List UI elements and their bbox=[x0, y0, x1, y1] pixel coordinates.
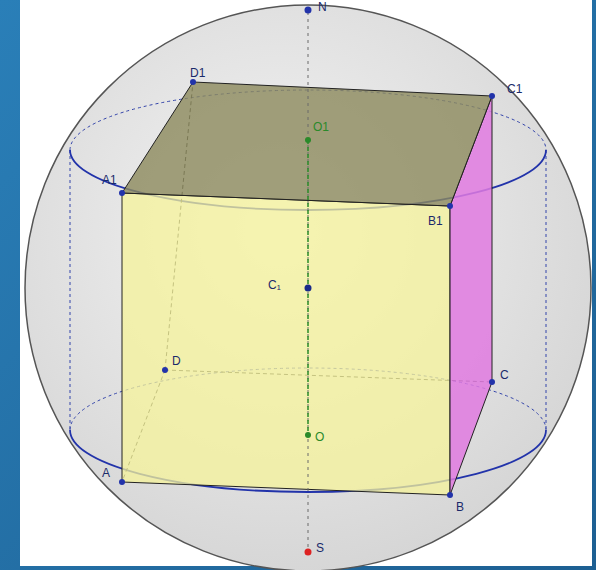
point-label: C1 bbox=[507, 82, 522, 96]
point-label: A bbox=[102, 466, 110, 480]
point-label: D bbox=[172, 354, 181, 368]
point-label: N bbox=[318, 0, 327, 14]
point-label: C₁ bbox=[268, 278, 281, 292]
point-label: C bbox=[500, 368, 509, 382]
point-label: D1 bbox=[190, 66, 205, 80]
point-label: A1 bbox=[102, 173, 117, 187]
point-label: O bbox=[315, 430, 324, 444]
point-label: B1 bbox=[428, 214, 443, 228]
point-label: S bbox=[316, 541, 324, 555]
point-label: O1 bbox=[313, 120, 329, 134]
point-label: B bbox=[456, 500, 464, 514]
